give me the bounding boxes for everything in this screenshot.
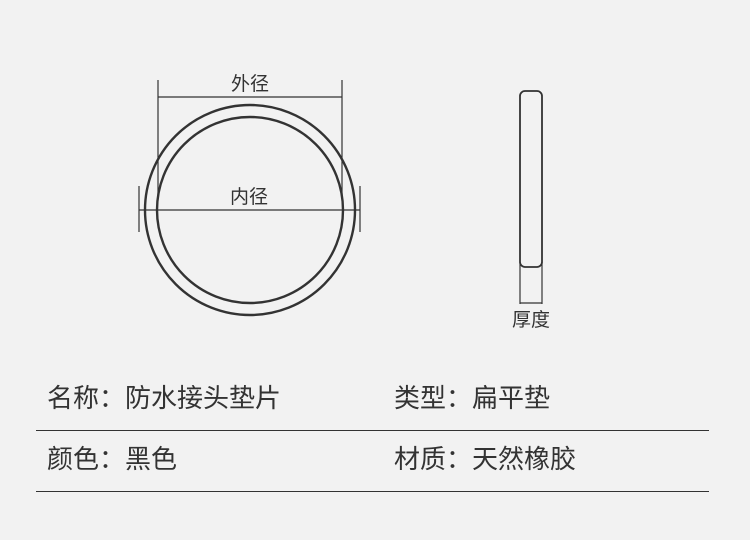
- spec-row-1: 名称：防水接头垫片 类型：扁平垫: [36, 370, 709, 431]
- spec-color-label: 颜色：: [47, 445, 126, 475]
- inner-diameter-label: 内径: [230, 186, 268, 208]
- spec-material-label: 材质：: [394, 445, 473, 475]
- spec-color: 颜色：黑色: [47, 431, 177, 490]
- spec-name-value: 防水接头垫片: [125, 384, 282, 414]
- spec-material-value: 天然橡胶: [472, 445, 577, 475]
- gasket-side-view: [519, 90, 543, 268]
- outer-diameter-label: 外径: [231, 73, 269, 95]
- spec-type: 类型：扁平垫: [394, 370, 550, 429]
- spec-color-value: 黑色: [125, 445, 178, 475]
- spec-name: 名称：防水接头垫片: [47, 370, 281, 429]
- spec-name-label: 名称：: [47, 384, 126, 414]
- spec-type-label: 类型：: [394, 384, 473, 414]
- inner-diameter-dimension: 内径: [138, 186, 361, 232]
- outer-diameter-dimension: 外径: [157, 73, 343, 196]
- thickness-dimension: 厚度: [512, 262, 550, 331]
- thickness-label: 厚度: [512, 309, 550, 331]
- spec-material: 材质：天然橡胶: [394, 431, 576, 490]
- spec-type-value: 扁平垫: [472, 384, 551, 414]
- spec-row-2: 颜色：黑色 材质：天然橡胶: [36, 431, 709, 492]
- gasket-diagram: 外径 内径 厚度: [138, 73, 550, 331]
